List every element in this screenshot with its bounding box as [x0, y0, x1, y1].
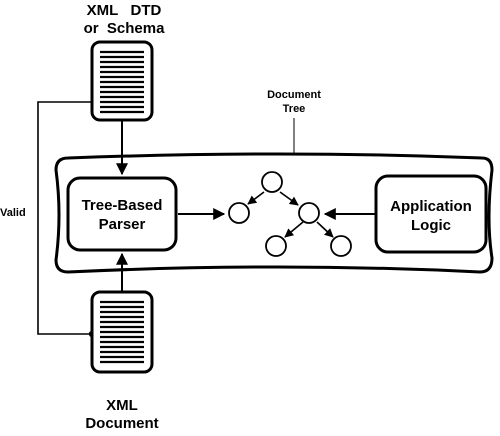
- tree-node-left: [228, 202, 250, 224]
- tree-node-leaf-right: [330, 235, 352, 257]
- document-tree-label-line2: Tree: [283, 103, 306, 115]
- xml-document-label-line2: Document: [85, 415, 158, 432]
- schema-document-icon: [90, 40, 154, 122]
- tree-node-leaf-left: [265, 235, 287, 257]
- tree-node-root: [261, 171, 283, 193]
- schema-label-line1: XML DTD: [87, 2, 162, 19]
- tree-based-parser-box: [66, 176, 178, 252]
- document-tree: [228, 171, 352, 257]
- tree-node-right: [298, 202, 320, 224]
- xml-document-icon: [90, 290, 154, 374]
- parser-label-line1: Tree-Based: [82, 197, 163, 214]
- document-tree-label-line1: Document: [267, 89, 321, 101]
- valid-label: Valid: [0, 207, 26, 219]
- parser-label-line2: Parser: [99, 216, 146, 233]
- app-label-line1: Application: [390, 198, 472, 215]
- xml-document-label-line1: XML: [106, 397, 138, 414]
- app-label-line2: Logic: [411, 217, 451, 234]
- schema-label-line2: or Schema: [84, 20, 166, 37]
- application-logic-box: [374, 174, 488, 254]
